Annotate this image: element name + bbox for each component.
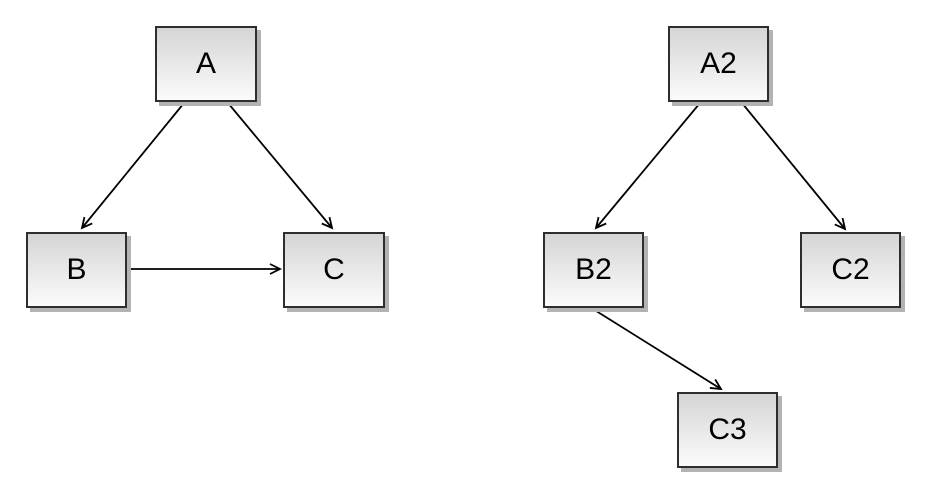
node-label: B2 bbox=[575, 253, 612, 286]
node-C[interactable]: C bbox=[283, 232, 385, 308]
node-label: C bbox=[323, 253, 345, 286]
node-C3[interactable]: C3 bbox=[677, 392, 778, 468]
node-label: C3 bbox=[708, 413, 747, 446]
node-A[interactable]: A bbox=[155, 26, 257, 102]
edge-A2-C2[interactable] bbox=[741, 102, 847, 231]
edge-B2-C3[interactable] bbox=[592, 308, 723, 391]
edge-A2-B2[interactable] bbox=[594, 102, 701, 230]
edge-A-B[interactable] bbox=[80, 102, 185, 230]
node-label: A bbox=[195, 47, 216, 80]
node-B[interactable]: B bbox=[26, 232, 127, 308]
node-label: A2 bbox=[700, 47, 737, 80]
node-A2[interactable]: A2 bbox=[668, 26, 769, 102]
node-label: B bbox=[66, 253, 87, 286]
node-B2[interactable]: B2 bbox=[543, 232, 644, 308]
node-C2[interactable]: C2 bbox=[800, 232, 901, 308]
node-label: C2 bbox=[831, 253, 870, 286]
edge-A-C[interactable] bbox=[227, 102, 334, 230]
